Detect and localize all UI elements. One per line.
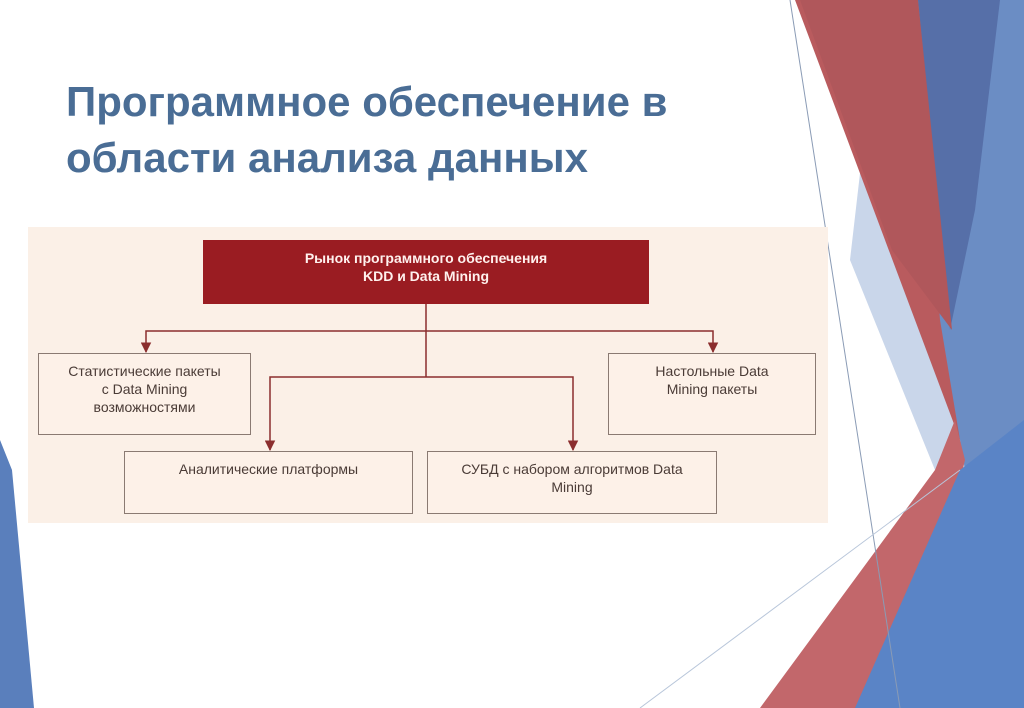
root-node: Рынок программного обеспечения KDD и Dat… [203, 240, 649, 304]
left-blue-stripe [0, 440, 34, 708]
arrow-to-desktop [426, 330, 719, 354]
arrow-to-stat [140, 330, 426, 354]
title-line-1: Программное обеспечение в [66, 78, 668, 125]
node-line: Статистические пакеты [68, 363, 221, 379]
arrow-to-analytic [264, 376, 426, 452]
slide-title: Программное обеспечение в области анализ… [66, 74, 766, 186]
deco-red-top [800, 0, 952, 330]
node-analytic-platforms: Аналитические платформы [124, 451, 413, 514]
arrow-to-dbms [426, 376, 579, 452]
node-line: СУБД с набором алгоритмов Data [461, 461, 683, 477]
deco-blue-bottom [855, 420, 1024, 708]
node-line: Mining [551, 479, 593, 495]
title-line-2: области анализа данных [66, 134, 588, 181]
node-line: Аналитические платформы [178, 461, 359, 477]
connector-lines [140, 304, 719, 452]
root-line-2: KDD и Data Mining [362, 268, 490, 284]
node-desktop-packages: Настольные Data Mining пакеты [608, 353, 816, 435]
root-line-1: Рынок программного обеспечения [304, 250, 548, 266]
node-line: возможностями [93, 399, 196, 415]
diagram-panel: Рынок программного обеспечения KDD и Dat… [28, 227, 828, 523]
node-stat-packages: Статистические пакеты с Data Mining возм… [38, 353, 251, 435]
node-line: Настольные Data [655, 363, 769, 379]
deco-thin-line-2 [639, 469, 961, 708]
deco-blue-top [918, 0, 1000, 330]
node-line: Mining пакеты [666, 381, 758, 397]
node-dbms-algorithms: СУБД с набором алгоритмов Data Mining [427, 451, 717, 514]
deco-thin-line [789, 0, 901, 708]
node-line: с Data Mining [101, 381, 188, 397]
